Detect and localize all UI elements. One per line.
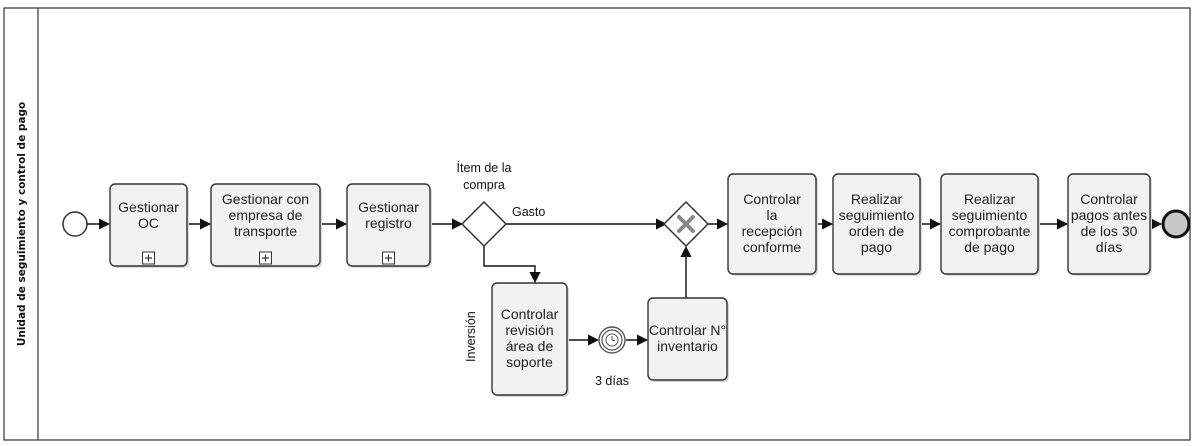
end-event[interactable]	[1161, 209, 1191, 239]
exclusive-gateway-merge[interactable]	[662, 200, 710, 248]
task-label-line: recepción	[742, 223, 803, 239]
timer-label: 3 días	[595, 374, 629, 388]
task-box	[727, 173, 817, 275]
task-label-line: conforme	[743, 239, 802, 255]
task-label-line: revisión	[505, 322, 553, 338]
task-controlar-inventario[interactable]: Controlar N°inventario	[647, 297, 729, 382]
sequence-flows	[87, 218, 1163, 346]
task-label-line: Realizar	[851, 191, 903, 207]
start-event[interactable]	[62, 211, 88, 237]
task-label-line: Gestionar con	[222, 191, 309, 207]
task-box	[647, 297, 728, 381]
task-box	[491, 282, 568, 396]
task-label-line: Gestionar	[358, 199, 419, 215]
task-label-line: Controlar	[501, 306, 559, 322]
task-box	[346, 183, 431, 267]
task-label-line: área de	[506, 338, 554, 354]
subprocess-plus-icon[interactable]	[142, 251, 155, 265]
subprocess-plus-icon[interactable]	[382, 251, 395, 265]
task-label-line: pagos antes	[1071, 207, 1147, 223]
task-label-line: empresa de	[229, 207, 303, 223]
task-label-line: OC	[138, 215, 159, 231]
gateway-question-line-1: Ítem de la	[457, 160, 512, 175]
task-label-line: Controlar	[743, 191, 801, 207]
task-label-line: la	[767, 207, 778, 223]
task-label-line: seguimiento	[952, 207, 1028, 223]
gateway-question-line-2: compra	[463, 178, 505, 192]
task-label-line: Gestionar	[118, 199, 179, 215]
task-label-line: Controlar N°	[649, 322, 726, 338]
timer-event[interactable]	[598, 326, 626, 354]
task-box	[109, 183, 188, 267]
task-label-line: Controlar	[1080, 191, 1138, 207]
task-label-line: inventario	[657, 338, 718, 354]
task-label-line: de los 30	[1081, 223, 1138, 239]
task-label-line: seguimiento	[839, 207, 915, 223]
task-box	[1067, 173, 1151, 275]
task-label-line: Realizar	[964, 191, 1016, 207]
task-label-line: transporte	[234, 223, 297, 239]
task-label-line: soporte	[506, 354, 553, 370]
task-label-line: registro	[365, 215, 412, 231]
task-box	[210, 183, 321, 267]
exclusive-gateway-split[interactable]	[460, 200, 508, 248]
flow-label-inversion: Inversión	[464, 311, 478, 362]
flow-label-gasto: Gasto	[512, 205, 545, 219]
task-label-line: días	[1096, 239, 1122, 255]
task-label-line: orden de	[849, 223, 904, 239]
task-label-line: pago	[861, 239, 892, 255]
subprocess-plus-icon[interactable]	[259, 251, 272, 265]
x-marker-icon	[677, 215, 695, 233]
lane-label: Unidad de seguimiento y control de pago	[16, 102, 28, 346]
task-label-line: de pago	[964, 239, 1015, 255]
task-box	[940, 173, 1039, 275]
task-label-line: comprobante	[949, 223, 1031, 239]
flow-inversion	[483, 246, 541, 284]
task-box	[832, 173, 921, 275]
